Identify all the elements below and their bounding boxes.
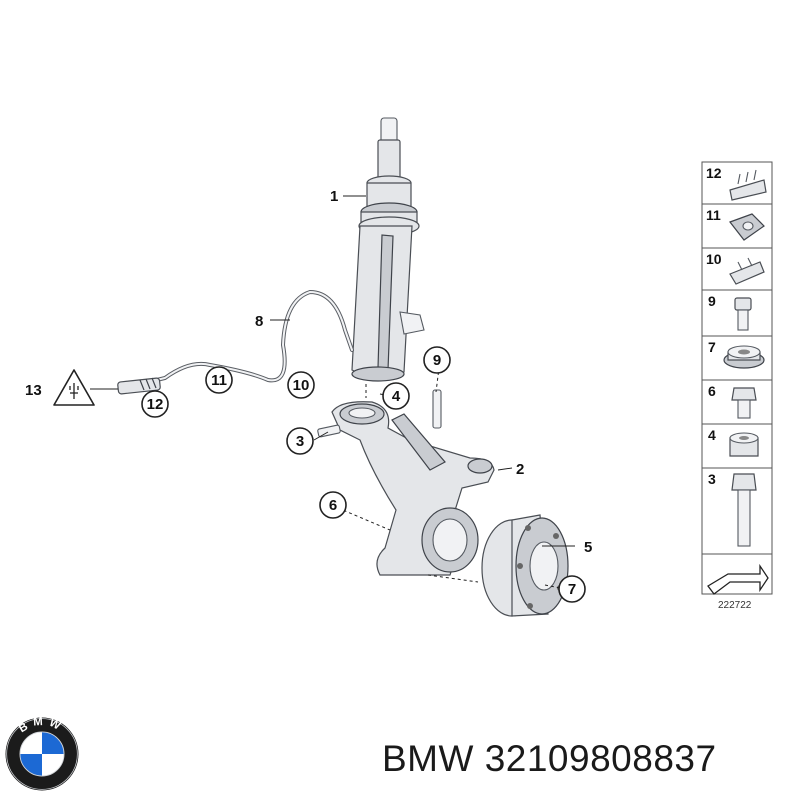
- clip-10-thumbnail: [729, 257, 765, 285]
- panel-label-11: 11: [706, 207, 721, 223]
- panel-label-6: 6: [708, 383, 716, 399]
- arrow-icon: [707, 563, 769, 595]
- callouts: 1 8 13 2 5 9 4 3 6 7 11 10 12: [25, 188, 592, 603]
- wheel-hub: [481, 514, 569, 617]
- panel-label-4: 4: [708, 427, 716, 443]
- panel-label-7: 7: [708, 339, 716, 355]
- nut-7-thumbnail: [723, 345, 765, 369]
- bmw-logo: BMW: [5, 716, 79, 791]
- connector-11-thumbnail: [729, 213, 765, 241]
- callout-5: 5: [584, 539, 592, 556]
- side-parts-panel: 12 11 10 9 7 6 4 3: [701, 161, 773, 611]
- callout-12: 12: [147, 396, 164, 413]
- callout-13: 13: [25, 382, 42, 399]
- shock-absorber: [351, 117, 425, 382]
- callout-7: 7: [568, 581, 576, 598]
- steering-knuckle: [317, 389, 495, 576]
- bolt-6-thumbnail: [731, 387, 757, 419]
- callout-1: 1: [330, 188, 338, 205]
- callout-4: 4: [392, 388, 401, 405]
- bolt-3-thumbnail: [731, 473, 757, 547]
- callout-6: 6: [329, 497, 337, 514]
- callout-8: 8: [255, 313, 263, 330]
- callout-9: 9: [433, 352, 441, 369]
- catalog-number: BMW 32109808837: [382, 738, 717, 779]
- panel-label-12: 12: [706, 165, 722, 181]
- warning-triangle-icon: [53, 369, 95, 406]
- callout-10: 10: [293, 377, 310, 394]
- clip-12-thumbnail: [729, 169, 767, 201]
- diagram-code: 222722: [718, 600, 752, 611]
- panel-label-9: 9: [708, 293, 716, 309]
- callout-11: 11: [211, 372, 227, 389]
- panel-label-10: 10: [706, 251, 722, 267]
- panel-label-3: 3: [708, 471, 716, 487]
- sensor-cable: [117, 289, 354, 395]
- leader-lines: [90, 195, 575, 589]
- nut-4-thumbnail: [729, 432, 759, 457]
- bolt-9-thumbnail: [734, 297, 752, 331]
- callout-3: 3: [296, 433, 304, 450]
- callout-2: 2: [516, 461, 524, 478]
